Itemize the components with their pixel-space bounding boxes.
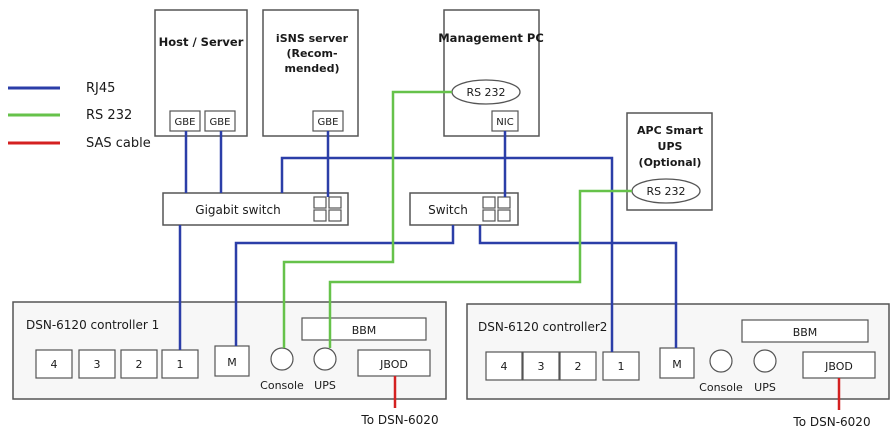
controller-1-port-4 — [35, 349, 73, 379]
controller-2-port-4 — [485, 351, 523, 381]
controller-1: DSN-6120 controller 1 4 3 2 1 M BBM Cons… — [12, 301, 447, 400]
controller-2-port-1 — [602, 351, 640, 381]
rj45-cable-gigabit-switch-to-controller-2-port-1 — [280, 156, 614, 352]
controller-2-bbm-label: BBM — [793, 326, 818, 339]
host-server: Host / Server GBE GBE — [154, 9, 248, 137]
controller-2-port-2-label: 2 — [575, 360, 582, 373]
switch-port-2 — [497, 196, 511, 209]
controller-1-port-2-label: 2 — [136, 358, 143, 371]
controller-1-port-2 — [120, 349, 158, 379]
controller-2-m-port — [659, 347, 695, 379]
management-pc: Management PC RS 232 NIC — [438, 9, 544, 137]
ups-rs232-label: RS 232 — [646, 185, 685, 198]
switch-port-1 — [482, 196, 496, 209]
controller-2-m-label: M — [672, 358, 682, 371]
controller-2-port-3 — [522, 351, 560, 381]
rj45-cable-switch-to-controller-1-m — [234, 225, 455, 346]
legend-rj45-label: RJ45 — [86, 81, 115, 96]
gigabit-switch: Gigabit switch — [162, 192, 349, 226]
rs232-cable-ups-to-controller-1-ups — [328, 189, 632, 348]
gigabit-switch-port-1 — [313, 196, 327, 209]
host-server-title: Host / Server — [159, 35, 244, 49]
isns-title-line-3: mended) — [285, 62, 340, 75]
controller-1-bbm-label: BBM — [352, 324, 377, 337]
management-pc-rs232-label: RS 232 — [466, 86, 505, 99]
controller-2-bbm — [741, 319, 869, 343]
host-gbe-port-1-label: GBE — [175, 117, 196, 128]
management-pc-title: Management PC — [438, 31, 544, 45]
controller-2-jbod-destination: To DSN-6020 — [792, 415, 870, 429]
controller-1-console-port — [270, 347, 294, 371]
controller-1-console-label: Console — [260, 379, 304, 392]
controller-2-port-3-label: 3 — [538, 360, 545, 373]
legend: RJ45 RS 232 SAS cable — [8, 81, 151, 151]
controller-1-title: DSN-6120 controller 1 — [26, 318, 159, 332]
controller-1-m-label: M — [227, 356, 237, 369]
management-pc-nic-label: NIC — [496, 117, 513, 128]
host-gbe-port-2-label: GBE — [210, 117, 231, 128]
switch-port-3 — [482, 209, 496, 222]
ups-title-line-1: APC Smart — [637, 124, 703, 137]
cables — [178, 90, 841, 410]
gigabit-switch-port-2 — [328, 196, 342, 209]
isns-title-line-2: (Recom- — [286, 47, 337, 60]
controller-1-ups-port — [313, 347, 337, 371]
isns-title-line-1: iSNS server — [276, 32, 349, 45]
controller-1-port-4-label: 4 — [51, 358, 58, 371]
controller-1-ups-label: UPS — [314, 379, 336, 392]
controller-2-port-2 — [559, 351, 597, 381]
switch: Switch — [409, 192, 519, 226]
controller-2-ups-label: UPS — [754, 381, 776, 394]
controller-2-port-1-label: 1 — [618, 360, 625, 373]
apc-smart-ups: APC Smart UPS (Optional) RS 232 — [626, 112, 713, 211]
controller-1-port-1-label: 1 — [177, 358, 184, 371]
controller-1-jbod-destination: To DSN-6020 — [360, 413, 438, 427]
rs232-cable-mgmt-to-controller-1-console — [282, 90, 452, 348]
controller-1-m-port — [214, 345, 250, 377]
ups-title-line-2: UPS — [658, 140, 683, 153]
controller-1-jbod — [357, 349, 431, 377]
legend-rs232-label: RS 232 — [86, 108, 132, 123]
controller-2-port-4-label: 4 — [501, 360, 508, 373]
controller-1-port-3 — [78, 349, 116, 379]
controller-2-console-port — [709, 349, 733, 373]
controller-2-ups-port — [753, 349, 777, 373]
legend-sas-label: SAS cable — [86, 136, 151, 151]
controller-2-jbod — [802, 351, 876, 379]
controller-1-port-3-label: 3 — [94, 358, 101, 371]
gigabit-switch-label: Gigabit switch — [195, 203, 280, 217]
controller-2-title: DSN-6120 controller2 — [478, 320, 607, 334]
isns-gbe-port-label: GBE — [318, 117, 339, 128]
controller-1-bbm — [301, 317, 427, 341]
controller-2-jbod-label: JBOD — [824, 360, 853, 373]
isns-server: iSNS server (Recom- mended) GBE — [262, 9, 359, 137]
switch-label: Switch — [428, 203, 468, 217]
controller-1-jbod-label: JBOD — [379, 358, 408, 371]
controller-2: DSN-6120 controller2 4 3 2 1 M BBM Conso… — [466, 303, 890, 400]
gigabit-switch-port-4 — [328, 209, 342, 222]
controller-2-console-label: Console — [699, 381, 743, 394]
switch-port-4 — [497, 209, 511, 222]
gigabit-switch-port-3 — [313, 209, 327, 222]
ups-title-line-3: (Optional) — [639, 156, 702, 169]
rj45-cable-switch-to-controller-2-m — [478, 225, 678, 348]
